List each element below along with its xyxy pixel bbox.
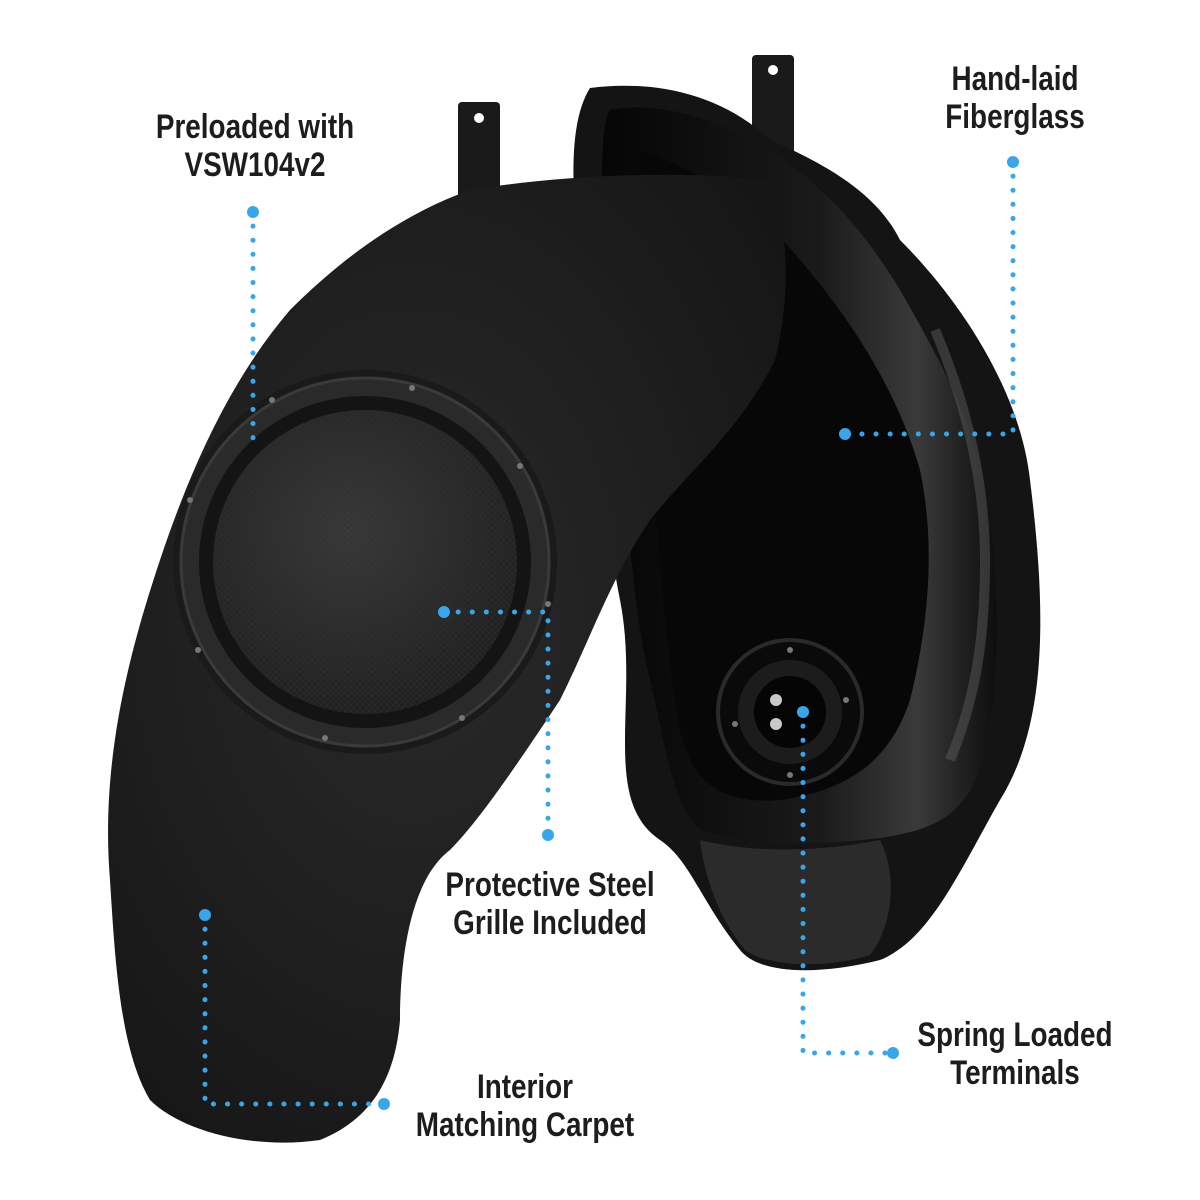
- leader-endpoints: [199, 156, 1019, 1110]
- carpeted-enclosure: [108, 102, 786, 1143]
- callout-grille-line1: Protective Steel: [445, 866, 655, 904]
- callout-carpet-line1: Interior: [476, 1068, 574, 1106]
- terminal-cup-icon: [716, 638, 864, 786]
- callout-fiberglass-line1: Hand-laid: [951, 60, 1079, 98]
- callout-terminals: Spring Loaded Terminals: [913, 1016, 1118, 1092]
- callout-grille-line2: Grille Included: [453, 904, 647, 942]
- callout-terminals-line2: Terminals: [950, 1054, 1080, 1092]
- callout-preloaded-line2: VSW104v2: [184, 146, 326, 184]
- callout-terminals-line1: Spring Loaded: [917, 1016, 1113, 1054]
- callout-fiberglass: Hand-laid Fiberglass: [921, 60, 1110, 136]
- subwoofer-icon: [173, 370, 557, 754]
- leader-carpet: [202, 912, 387, 1107]
- callout-grille: Protective Steel Grille Included: [435, 866, 665, 942]
- mounting-tab-left: [458, 102, 500, 212]
- callout-carpet-line2: Matching Carpet: [415, 1106, 635, 1144]
- callout-fiberglass-line2: Fiberglass: [945, 98, 1085, 136]
- callout-preloaded-line1: Preloaded with: [155, 108, 355, 146]
- callout-preloaded: Preloaded with VSW104v2: [136, 108, 374, 184]
- callout-carpet: Interior Matching Carpet: [406, 1068, 644, 1144]
- leader-terminals: [800, 709, 896, 1056]
- leader-grille: [441, 609, 551, 838]
- leader-lines: [202, 159, 1016, 1107]
